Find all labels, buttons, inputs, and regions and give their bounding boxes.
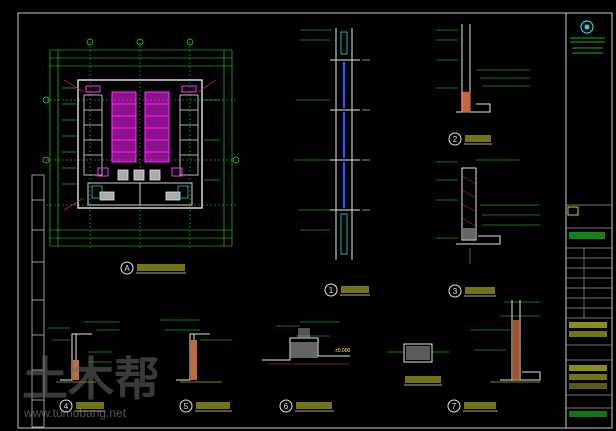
detail-7-mark-number: 7 [452, 402, 457, 411]
plan-detail-mark [120, 261, 134, 275]
binding-strip [31, 174, 45, 428]
plan-view-label: A [120, 261, 186, 275]
watermark-url: www.tumubang.net [23, 406, 127, 420]
detail-3-label: 3 [448, 284, 496, 298]
title-block-name-bar-1 [569, 322, 607, 328]
detail-5-label: 5 [179, 399, 232, 413]
detail-2-mark-number: 2 [453, 135, 458, 144]
detail-3-mark-number: 3 [453, 287, 458, 296]
title-block-drawing-bar-2 [569, 374, 607, 380]
emblem-icon [580, 20, 594, 34]
title-block-name-bar-2 [569, 331, 607, 337]
detail-box-label [404, 376, 442, 386]
detail-6-mark-number: 6 [284, 402, 289, 411]
detail-4-drawing [48, 321, 120, 383]
detail-5-mark-number: 5 [184, 402, 189, 411]
elevation-marker: ±0.000 [335, 348, 350, 354]
detail-1-label: 1 [324, 283, 370, 297]
title-block-drawing-bar-1 [569, 365, 607, 371]
title-block [565, 12, 613, 429]
watermark-brand: 土木帮 [22, 352, 160, 406]
detail-2-label: 2 [448, 132, 492, 146]
detail-1-mark-number: 1 [329, 286, 334, 295]
title-block-project-bar [569, 232, 605, 239]
title-block-drawing-bar-3 [569, 383, 607, 389]
detail-box-drawing [388, 343, 450, 363]
detail-3-drawing [436, 159, 540, 264]
detail-5-drawing [160, 319, 232, 383]
detail-7-label: 7 [447, 399, 498, 413]
detail-7-drawing [470, 300, 541, 383]
watermark: 土木帮 www.tumubang.net [22, 352, 160, 420]
detail-4-mark-number: 4 [64, 402, 69, 411]
title-block-number-bar [569, 411, 607, 417]
title-block-rows [566, 204, 612, 409]
title-block-sheet-mark [567, 206, 579, 216]
plan-view-drawing [42, 38, 240, 250]
plan-mark-letter: A [124, 264, 130, 273]
detail-6-drawing: ±0.000 [262, 321, 350, 365]
detail-6-label: 6 [279, 399, 334, 413]
plan-title-bar [137, 264, 185, 271]
detail-1-drawing [294, 28, 370, 260]
detail-4-label: 4 [59, 399, 105, 413]
detail-2-drawing [436, 24, 530, 113]
